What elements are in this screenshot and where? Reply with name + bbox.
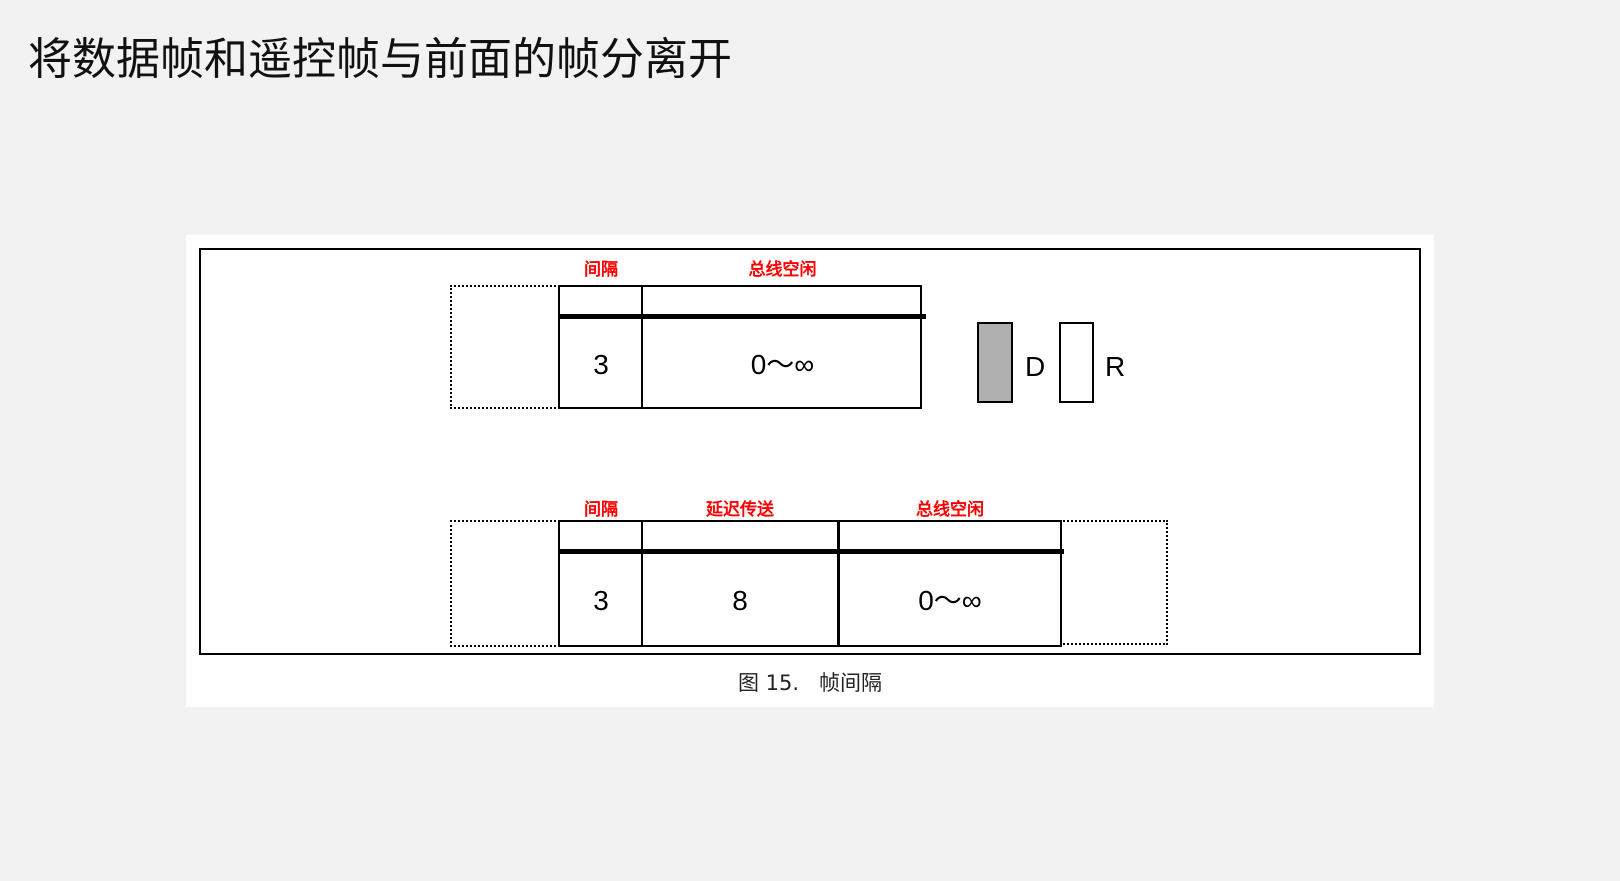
top-row-fields-box — [558, 285, 922, 409]
bottom-field-value-suspend-transmission: 8 — [732, 585, 748, 616]
top-field-value-bus-idle: 0～∞ — [750, 349, 815, 380]
previous-frame-placeholder-bottom — [450, 520, 560, 647]
bottom-field-label-intermission: 间隔 — [584, 500, 618, 520]
bottom-row-divider-1 — [641, 520, 643, 647]
top-field-value-intermission: 3 — [593, 349, 609, 380]
previous-frame-placeholder — [450, 285, 560, 409]
top-row-level-line — [558, 314, 926, 319]
top-field-label-intermission: 间隔 — [584, 260, 618, 280]
top-row-divider — [641, 285, 643, 409]
figure-panel: 间隔 总线空闲 3 0～∞ D R 间隔 延迟传送 总线空闲 3 8 0～∞ 图… — [186, 235, 1434, 707]
bottom-field-label-suspend-transmission: 延迟传送 — [706, 500, 774, 520]
legend-dominant-swatch — [977, 322, 1013, 403]
bottom-row-divider-2 — [837, 520, 840, 647]
bottom-field-value-intermission: 3 — [593, 585, 609, 616]
bottom-row-fields-box — [558, 520, 1062, 647]
legend-recessive-swatch — [1059, 322, 1094, 403]
figure-frame — [199, 248, 1421, 655]
bottom-field-value-bus-idle: 0～∞ — [918, 585, 982, 616]
bottom-field-label-bus-idle: 总线空闲 — [916, 500, 984, 520]
next-frame-placeholder — [1060, 520, 1168, 645]
legend-dominant-label: D — [1025, 351, 1046, 382]
bottom-row-level-line — [558, 549, 1064, 554]
top-field-label-bus-idle: 总线空闲 — [748, 260, 817, 280]
slide-title: 将数据帧和遥控帧与前面的帧分离开 — [28, 34, 732, 85]
legend-recessive-label: R — [1105, 351, 1126, 382]
figure-caption: 图 15. 帧间隔 — [737, 671, 883, 695]
